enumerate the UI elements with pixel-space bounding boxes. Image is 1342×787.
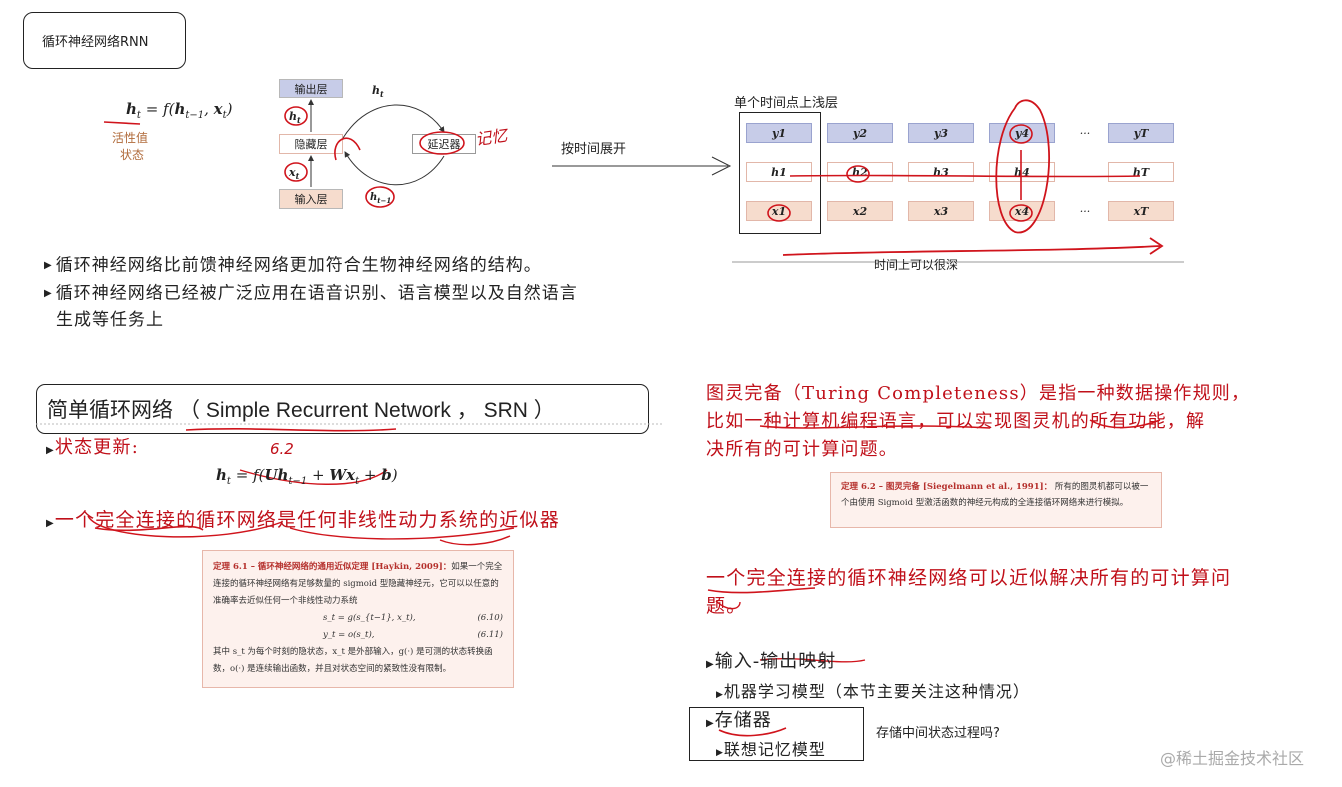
unrolled-hidden-cell: h3 — [908, 162, 974, 182]
unrolled-output-cell: y3 — [908, 123, 974, 143]
unrolled-input-cell: x3 — [908, 201, 974, 221]
diagram-top-ht-label: ht — [372, 84, 384, 100]
slide-title-box: 循环神经网络RNN — [23, 12, 186, 69]
memory-frame — [689, 707, 864, 761]
slide-title: 循环神经网络RNN — [42, 35, 149, 50]
bullet-triangle-icon: ▶ — [44, 287, 53, 299]
turing-line: 比如一种计算机编程语言，可以实现图灵机的所有功能，解 — [706, 411, 1206, 432]
bullet-item-continuation: 生成等任务上 — [56, 310, 164, 330]
rnn-formula: ht = f(ht−1, xt) — [126, 100, 233, 121]
srn-title-box: 简单循环网络 （ Simple Recurrent Network ， SRN … — [36, 384, 649, 434]
theorem-6-1-heading: 定理 6.1 – 循环神经网络的通用近似定理 [Haykin, 2009]： — [213, 562, 452, 572]
srn-formula: ht = f(Uht−1 + Wxt + b) — [216, 466, 398, 487]
unrolled-input-cell: xT — [1108, 201, 1174, 221]
diagram-hprev-label: ht−1 — [370, 192, 392, 205]
watermark: @稀土掘金技术社区 — [1160, 749, 1305, 768]
unrolled-output-cell: y2 — [827, 123, 893, 143]
srn-approx-statement: ▶一个完全连接的循环网络是任何非线性动力系统的近似器 — [46, 509, 560, 531]
input-layer-box: 输入层 — [279, 189, 343, 209]
io-mapping-item: ▶输入-输出映射 — [706, 651, 837, 672]
theorem-6-2-body: 所有的图灵机都可以被一个由使用 Sigmoid 型激活函数的神经元构成的全连接循… — [841, 482, 1149, 508]
unrolled-output-cell: yT — [1108, 123, 1174, 143]
unroll-label: 按时间展开 — [561, 142, 627, 157]
theorem-6-1-eq2: y_t = o(s_t),(6.11) — [323, 630, 503, 640]
unrolled-hidden-cell: h1 — [746, 162, 812, 182]
diagram-ht-label: ht — [289, 110, 301, 126]
diagram-xt-label: xt — [289, 166, 300, 182]
turing-line: 图灵完备（Turing Completeness）是指一种数据操作规则， — [706, 383, 1251, 404]
conclusion-line: 一个完全连接的循环神经网络可以近似解决所有的可计算问 — [706, 567, 1232, 589]
rnn-bullet-list: ▶循环神经网络比前馈神经网络更加符合生物神经网络的结构。 ▶循环神经网络已经被广… — [44, 252, 684, 334]
srn-title-en: （ Simple Recurrent Network ， SRN ） — [179, 399, 555, 422]
memory-item: ▶存储器 — [706, 710, 772, 731]
note-state: 状态 — [120, 148, 145, 162]
srn-state-update: ▶状态更新: — [46, 437, 139, 458]
theorem-6-1-body: 如果一个完全连接的循环神经网络有足够数量的 sigmoid 型隐藏神经元，它可以… — [213, 562, 503, 606]
bullet-item: ▶循环神经网络比前馈神经网络更加符合生物神经网络的结构。 — [44, 255, 542, 276]
associative-memory-item: ▶联想记忆模型 — [716, 740, 826, 759]
srn-title-cn: 简单循环网络 — [47, 399, 173, 422]
rnn-conclusion: 一个完全连接的循环神经网络可以近似解决所有的可计算问 题。 — [706, 564, 1336, 620]
conclusion-line: 题。 — [706, 595, 747, 617]
theorem-6-1-box: 定理 6.1 – 循环神经网络的通用近似定理 [Haykin, 2009]：如果… — [202, 550, 514, 688]
theorem-6-2-heading: 定理 6.2 – 图灵完备 [Siegelmann et al., 1991]： — [841, 482, 1053, 492]
turing-line: 决所有的可计算问题。 — [706, 439, 898, 460]
ml-model-item: ▶机器学习模型（本节主要关注这种情况） — [716, 682, 1030, 701]
bullet-triangle-icon: ▶ — [44, 260, 53, 271]
unrolled-top-note: 单个时间点上浅层 — [734, 96, 839, 111]
single-timestep-frame — [739, 112, 821, 234]
unrolled-input-cell: x2 — [827, 201, 893, 221]
handwritten-ref: 6.2 — [270, 440, 294, 458]
unrolled-output-cell: ··· — [1079, 126, 1091, 140]
memory-question: 存储中间状态过程吗? — [876, 726, 1000, 741]
turing-definition: 图灵完备（Turing Completeness）是指一种数据操作规则， 比如一… — [706, 380, 1336, 464]
unrolled-output-cell: y1 — [746, 123, 812, 143]
note-activation: 活性值 — [112, 131, 149, 145]
output-layer-box: 输出层 — [279, 79, 343, 98]
theorem-6-2-box: 定理 6.2 – 图灵完备 [Siegelmann et al., 1991]：… — [830, 472, 1162, 528]
unrolled-bottom-note: 时间上可以很深 — [874, 258, 959, 272]
theorem-6-1-eq1: s_t = g(s_{t−1}, x_t),(6.10) — [323, 613, 503, 623]
theorem-6-1-footer: 其中 s_t 为每个时刻的隐状态，x_t 是外部输入，g(·) 是可测的状态转换… — [213, 647, 493, 674]
hidden-layer-box: 隐藏层 — [279, 134, 343, 154]
unrolled-input-cell: ··· — [1079, 204, 1091, 218]
bullet-item: ▶循环神经网络已经被广泛应用在语音识别、语言模型以及自然语言 — [44, 283, 578, 303]
formula-note: 活性值 状态 — [112, 130, 148, 164]
